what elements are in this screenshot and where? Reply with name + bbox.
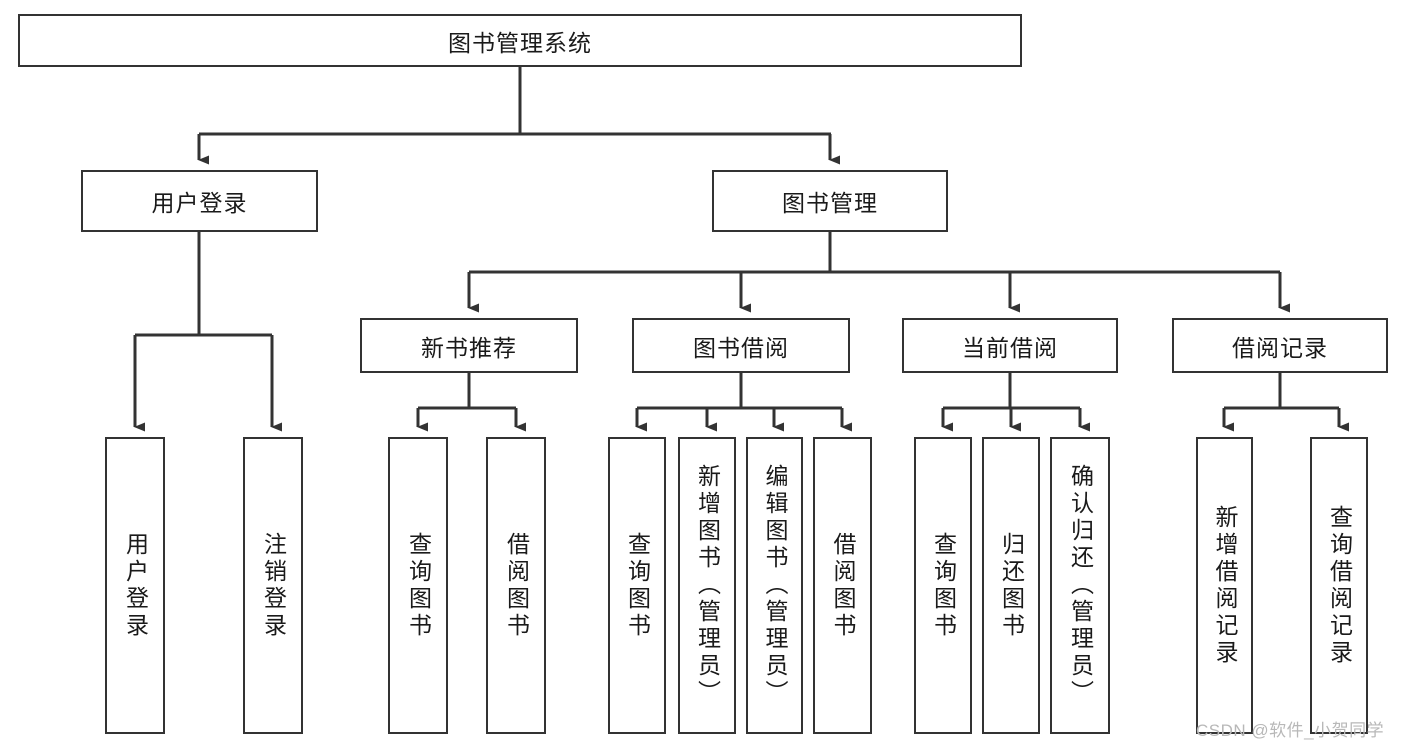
node-label: 查询图书 — [405, 531, 432, 640]
edge-group-current-borrow — [941, 373, 1090, 432]
node-new-book-recommend[interactable]: 新书推荐 — [360, 318, 578, 373]
node-label: 新增图书（管理员） — [694, 464, 721, 707]
leaf-edit-book-admin[interactable]: 编辑图书（管理员） — [746, 437, 803, 734]
node-label: 查询借阅记录 — [1326, 504, 1353, 667]
edge-group-user-login — [133, 232, 282, 432]
node-label: 用户登录 — [122, 531, 149, 640]
node-label: 新增借阅记录 — [1212, 504, 1238, 667]
node-book-borrow[interactable]: 图书借阅 — [632, 318, 850, 373]
leaf-query-book-borrow[interactable]: 查询图书 — [608, 437, 666, 734]
node-label: 图书管理 — [782, 190, 878, 216]
leaf-query-borrow-record[interactable]: 查询借阅记录 — [1310, 437, 1368, 734]
node-label: 编辑图书（管理员） — [762, 464, 788, 707]
node-label: 图书借阅 — [693, 334, 789, 361]
leaf-confirm-return-admin[interactable]: 确认归还（管理员） — [1050, 437, 1110, 734]
node-label: 借阅图书 — [830, 531, 856, 640]
leaf-borrow-book-recommend[interactable]: 借阅图书 — [486, 437, 546, 734]
node-label: 当前借阅 — [962, 334, 1058, 361]
node-label: 借阅记录 — [1232, 334, 1328, 361]
node-label: 查询图书 — [930, 531, 957, 640]
leaf-return-book[interactable]: 归还图书 — [982, 437, 1040, 734]
node-label: 注销登录 — [260, 531, 287, 640]
csdn-watermark: CSDN @软件_小贺同学 — [1196, 721, 1385, 740]
node-label: 用户登录 — [151, 190, 248, 216]
leaf-add-book-admin[interactable]: 新增图书（管理员） — [678, 437, 736, 734]
leaf-user-login[interactable]: 用户登录 — [105, 437, 165, 734]
edge-group-book-mgmt — [467, 232, 1290, 313]
edge-group-borrow-record — [1222, 373, 1349, 432]
node-book-management[interactable]: 图书管理 — [712, 170, 948, 232]
leaf-query-book-recommend[interactable]: 查询图书 — [388, 437, 448, 734]
node-label: 图书管理系统 — [448, 29, 592, 56]
node-label: 查询图书 — [624, 531, 651, 640]
node-label: 借阅图书 — [503, 531, 530, 640]
node-label: 确认归还（管理员） — [1067, 464, 1094, 707]
node-user-login[interactable]: 用户登录 — [81, 170, 318, 232]
leaf-query-book-current[interactable]: 查询图书 — [914, 437, 972, 734]
edge-group-root — [197, 67, 840, 165]
leaf-logout[interactable]: 注销登录 — [243, 437, 303, 734]
leaf-add-borrow-record[interactable]: 新增借阅记录 — [1196, 437, 1253, 734]
node-label: 新书推荐 — [421, 334, 517, 361]
leaf-borrow-book[interactable]: 借阅图书 — [813, 437, 872, 734]
node-current-borrow[interactable]: 当前借阅 — [902, 318, 1118, 373]
node-borrow-record[interactable]: 借阅记录 — [1172, 318, 1388, 373]
edge-group-new-book — [416, 373, 526, 432]
node-label: 归还图书 — [998, 531, 1025, 640]
node-root-system[interactable]: 图书管理系统 — [18, 14, 1022, 67]
edge-group-book-borrow — [635, 373, 852, 432]
